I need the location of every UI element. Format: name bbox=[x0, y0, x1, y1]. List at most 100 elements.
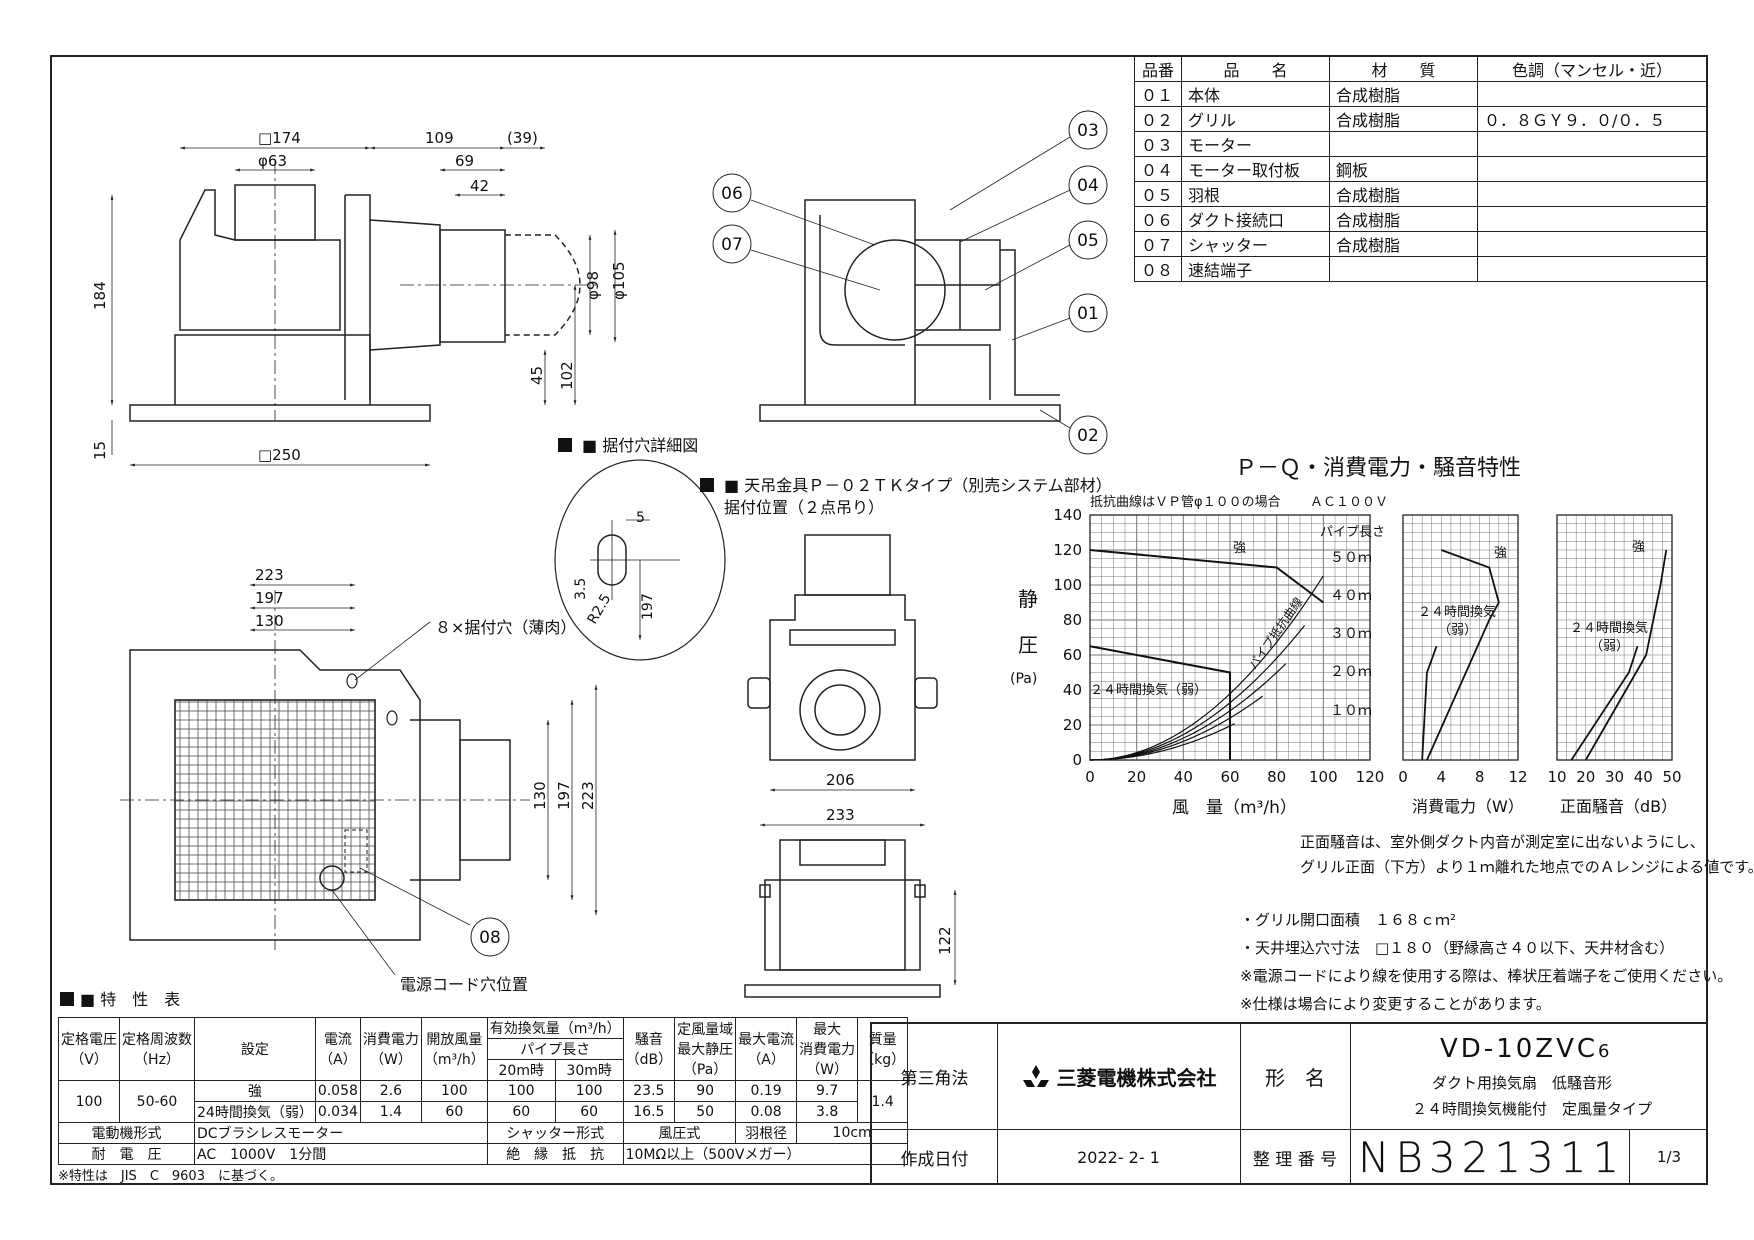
dim-text: R2.5 bbox=[585, 591, 615, 627]
duct-plate bbox=[344, 194, 371, 400]
dim-text: 223 bbox=[579, 781, 597, 810]
dim-text: 197 bbox=[640, 593, 656, 620]
ylabel-char: 静 bbox=[1018, 587, 1038, 611]
company-name: 三菱電機株式会社 bbox=[1056, 1066, 1217, 1090]
weak-line bbox=[1570, 645, 1639, 761]
callout-01: 01 bbox=[1077, 304, 1099, 324]
x-tick-label: 20 bbox=[1127, 768, 1146, 786]
spec-cell: 23.5 bbox=[622, 1080, 676, 1102]
power-weak-1: ２４時間換気 bbox=[1418, 604, 1496, 620]
body-lower bbox=[174, 334, 371, 405]
part-material: 合成樹脂 bbox=[1329, 181, 1478, 207]
dim-text: 3.5 bbox=[573, 578, 589, 600]
spec-cell: 2.6 bbox=[359, 1080, 422, 1102]
x-tick-label: 50 bbox=[1662, 768, 1681, 786]
spec-h-sp: 定風量域最大静圧（Pa） bbox=[674, 1017, 737, 1081]
spec-h-voltage: 定格電圧（V） bbox=[58, 1017, 120, 1081]
page-number: 1/3 bbox=[1656, 1148, 1682, 1166]
dim-text: 206 bbox=[826, 771, 855, 789]
h-text: 消費電力 bbox=[799, 1042, 856, 1058]
spec-withstand: AC 1000V 1分間 bbox=[194, 1143, 488, 1165]
weak-line bbox=[1421, 645, 1438, 761]
plot-frame bbox=[1556, 514, 1673, 761]
dim-text: 184 bbox=[91, 281, 109, 310]
part-color bbox=[1477, 181, 1707, 207]
duct-connector bbox=[439, 229, 506, 343]
part-material: 合成樹脂 bbox=[1329, 231, 1478, 257]
part-no: ０４ bbox=[1134, 156, 1182, 182]
h-unit: （Hz） bbox=[134, 1052, 180, 1068]
power-xlabel: 消費電力（W） bbox=[1412, 797, 1524, 816]
shutter-dashed bbox=[505, 234, 581, 336]
part-no: ０５ bbox=[1134, 181, 1182, 207]
bottom-view: 223 197 130 130 197 223 ８×据付穴（薄肉） 08 電源コ… bbox=[120, 566, 598, 994]
part-material: 鋼板 bbox=[1329, 156, 1478, 182]
spec-insul-label: 絶 縁 抵 抗 bbox=[486, 1143, 624, 1165]
dim-text: 5 bbox=[636, 510, 645, 526]
y-tick-label: 100 bbox=[1053, 576, 1082, 594]
h-text: 開放風量 bbox=[426, 1032, 483, 1048]
callout-03: 03 bbox=[1077, 121, 1099, 141]
spec-blade-label: 羽根径 bbox=[735, 1122, 798, 1144]
part-name: 羽根 bbox=[1181, 181, 1330, 207]
spec-cell: 3.8 bbox=[796, 1101, 859, 1123]
header-part-name: 品 名 bbox=[1181, 56, 1330, 82]
dim-text: 130 bbox=[255, 612, 284, 630]
strong-label: 強 bbox=[1233, 541, 1246, 556]
noise-xlabel: 正面騒音（dB） bbox=[1560, 797, 1677, 816]
spec-motor: DCブラシレスモーター bbox=[194, 1122, 488, 1144]
pipe-label: ５０ｍ bbox=[1330, 550, 1372, 566]
part-color bbox=[1477, 156, 1707, 182]
callout-05: 05 bbox=[1077, 231, 1099, 251]
pq-charts: Ｐ－Ｑ・消費電力・騒音特性 抵抗曲線はＶＰ管φ１００の場合 ＡＣ１００Ｖ 静 圧… bbox=[1010, 456, 1682, 818]
front-view bbox=[129, 160, 600, 422]
h-unit: （A） bbox=[747, 1052, 785, 1068]
model-desc-1: ダクト用換気扇 低騒音形 bbox=[1432, 1074, 1613, 1092]
callout-04: 04 bbox=[1077, 176, 1099, 196]
spec-h-pipe: パイプ長さ bbox=[486, 1038, 624, 1060]
x-tick-label: 8 bbox=[1475, 768, 1485, 786]
grille-outline bbox=[129, 404, 431, 422]
dim-text: (39) bbox=[507, 129, 538, 147]
part-name: シャッター bbox=[1181, 231, 1330, 257]
h-unit: （W） bbox=[370, 1052, 412, 1068]
series-weak-line bbox=[1089, 645, 1231, 760]
front-view-dims bbox=[110, 146, 617, 467]
note-spec: ※仕様は場合により変更することがあります。 bbox=[1240, 995, 1551, 1013]
h-text: 定格電圧 bbox=[61, 1032, 117, 1048]
mount-detail: ■ 据付穴詳細図 5 3.5 R2.5 197 bbox=[554, 436, 726, 661]
note-noise-2: グリル正面（下方）より１ｍ離れた地点でのＡレンジによる値です。 bbox=[1300, 858, 1754, 876]
dim-text: 197 bbox=[255, 589, 284, 607]
dim-text: 223 bbox=[255, 566, 284, 584]
note-ceiling: ・天井埋込穴寸法 □１８０（野縁高さ４０以下、天井材含む） bbox=[1240, 939, 1674, 957]
pipe-label: ４０ｍ bbox=[1330, 588, 1372, 604]
dim-text: 109 bbox=[425, 129, 454, 147]
model-number: VD-10ZVC6 bbox=[1440, 1034, 1612, 1064]
x-tick-label: 100 bbox=[1309, 768, 1338, 786]
spec-shutter: 風圧式 bbox=[622, 1122, 737, 1144]
power-chart bbox=[1402, 514, 1519, 761]
callout-08: 08 bbox=[479, 928, 501, 948]
part-color bbox=[1477, 231, 1707, 257]
part-name: モーター取付板 bbox=[1181, 156, 1330, 182]
power-strong: 強 bbox=[1494, 546, 1507, 561]
model-label: 形 名 bbox=[1240, 1024, 1351, 1130]
spec-footnote: ※特性は JIS C 9603 に基づく。 bbox=[58, 1169, 283, 1184]
part-color bbox=[1477, 256, 1707, 282]
dim-text: 45 bbox=[528, 366, 546, 385]
dim-text: 130 bbox=[531, 781, 549, 810]
spec-h-30: 30m時 bbox=[554, 1059, 624, 1081]
hanger-title: ■ 天吊金具Ｐ－０２ＴＫタイプ（別売システム部材） bbox=[724, 476, 1112, 495]
spec-h-current: 電流（A） bbox=[314, 1017, 361, 1081]
spec-title-square bbox=[60, 992, 74, 1006]
y-tick-label: 120 bbox=[1053, 541, 1082, 559]
pipe-label: １０ｍ bbox=[1330, 703, 1372, 719]
table-row: 耐 電 圧 AC 1000V 1分間 絶 縁 抵 抗 10MΩ以上（500Vメガ… bbox=[58, 1143, 909, 1165]
